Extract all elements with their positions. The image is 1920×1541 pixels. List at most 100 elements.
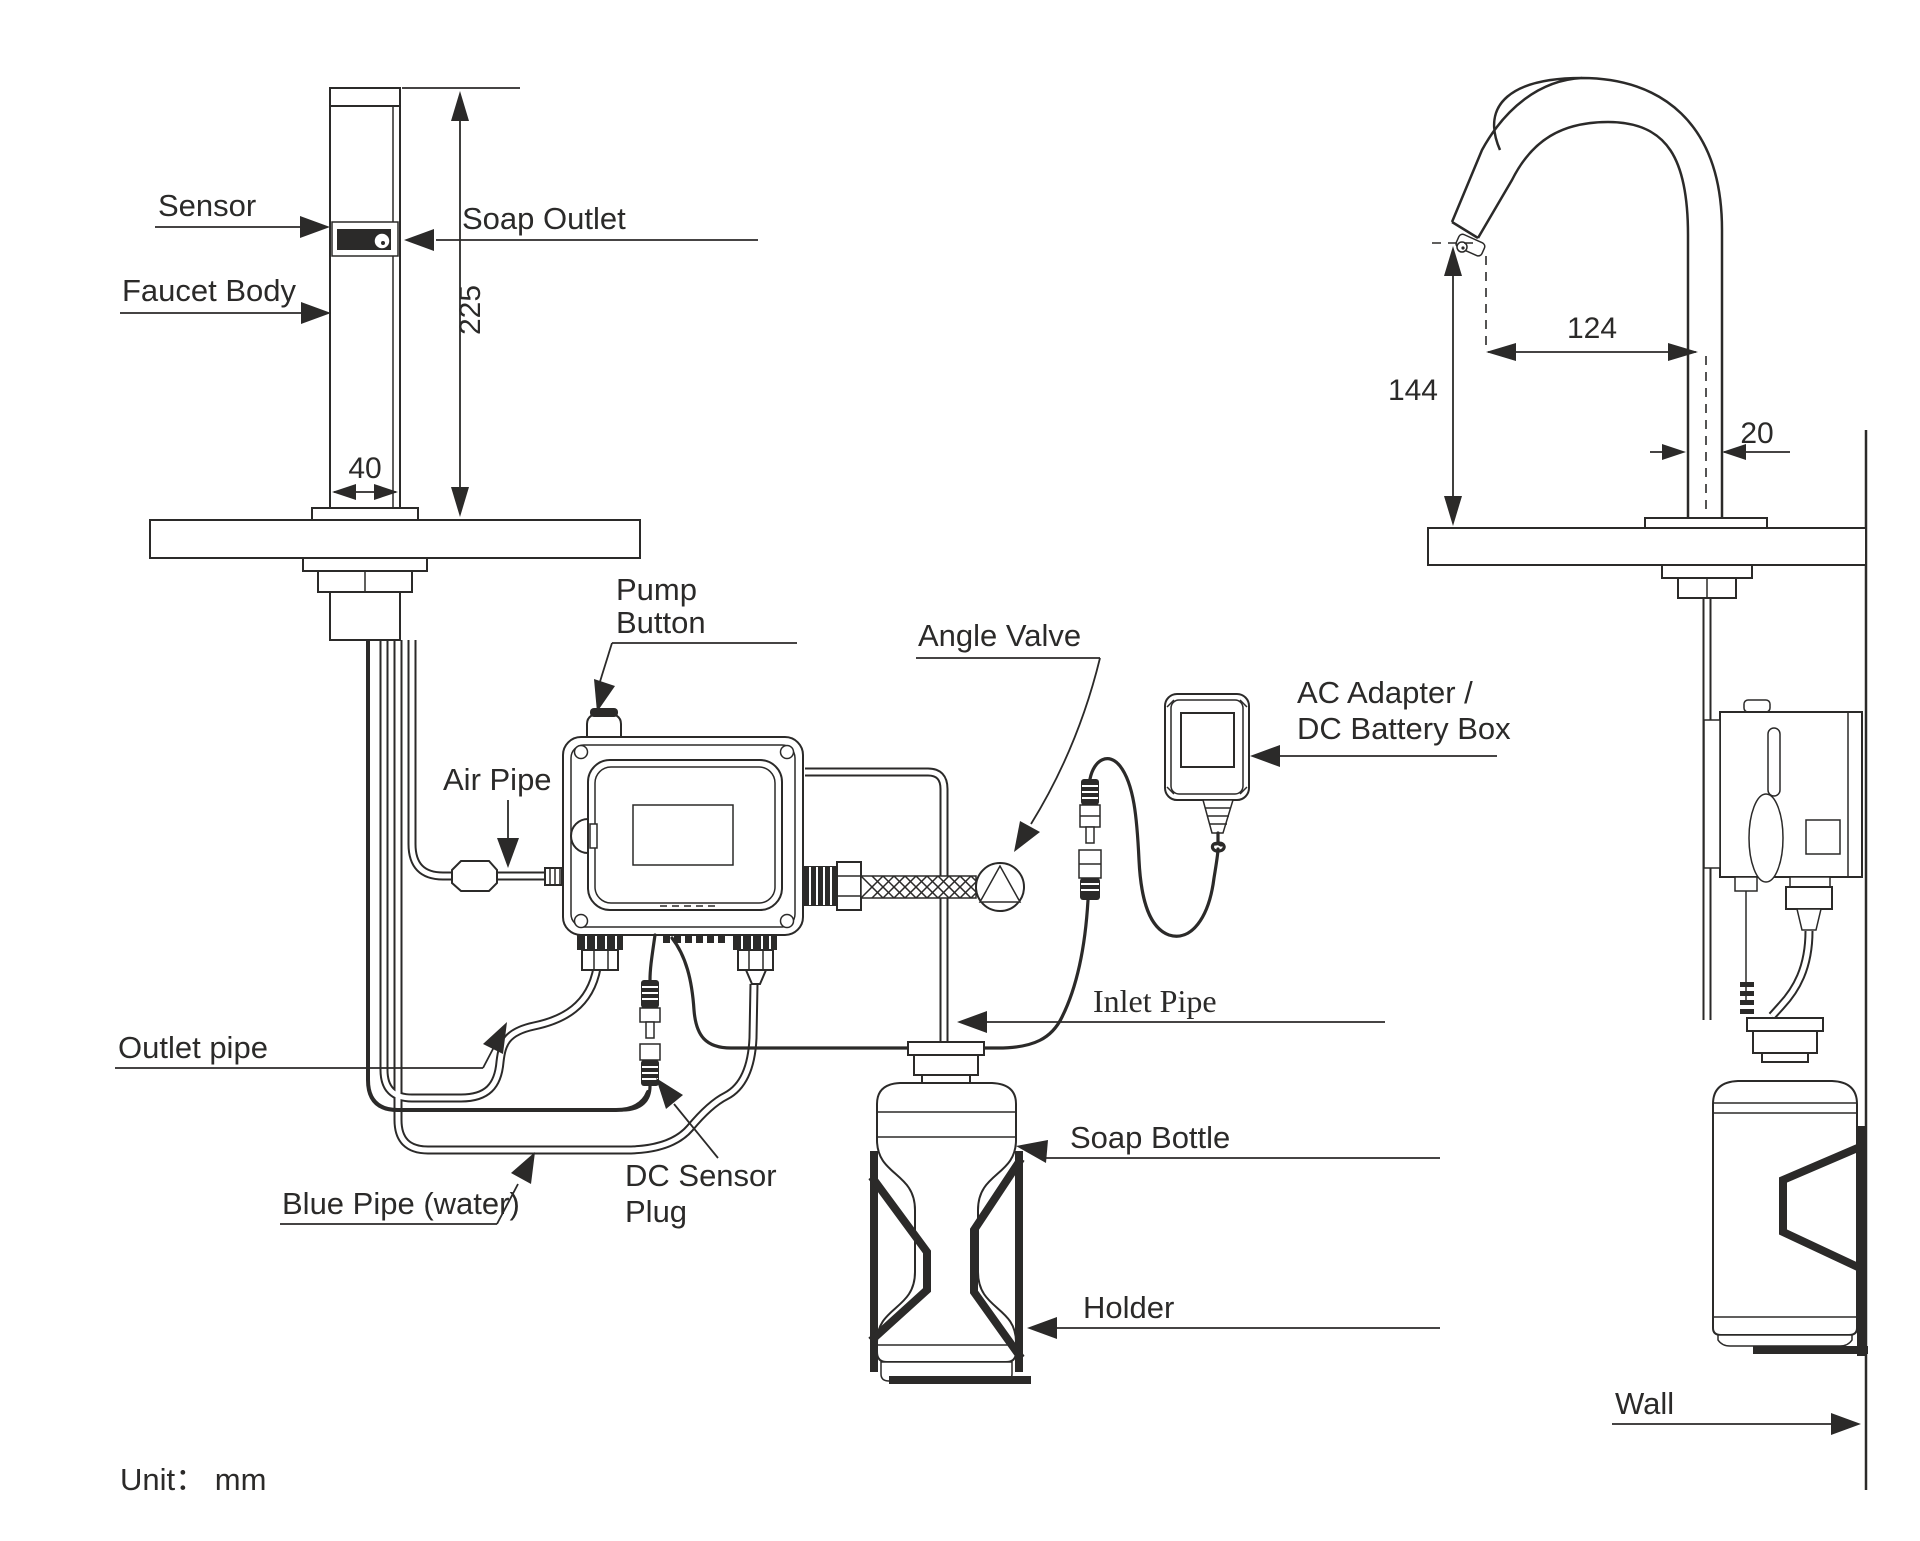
dimensions: 225 40 144 124 20 — [332, 87, 1790, 526]
dim-20: 20 — [1650, 417, 1790, 460]
faucet-side-view — [1450, 76, 1724, 528]
box-side-block — [1805, 819, 1841, 855]
cap-side — [1752, 1030, 1818, 1054]
dim-40: 40 — [332, 452, 398, 500]
dc-sensor-plug-label-1: DC Sensor — [625, 1158, 777, 1193]
dim-40-label: 40 — [348, 452, 381, 485]
soap-bottle-arrow — [1016, 1140, 1048, 1163]
inlet-pipe-arrow — [957, 1011, 987, 1033]
inlet-pipe-label: Inlet Pipe — [1093, 983, 1217, 1019]
bottom-rib-strip — [663, 935, 725, 943]
pump-button-arrow — [594, 679, 615, 712]
labels: Sensor Faucet Body Soap Outlet Pump Butt… — [115, 188, 1861, 1497]
bottle-holder-side — [1753, 1126, 1868, 1356]
braided-hose — [860, 875, 977, 899]
countertop-side — [1427, 527, 1867, 566]
angle-valve-symbol — [975, 862, 1025, 912]
pump-box-label-window — [632, 804, 734, 866]
dc-sensor-plug-label-2: Plug — [625, 1194, 687, 1229]
bottle-cap-flange — [907, 1041, 985, 1056]
pump-oval — [1748, 793, 1784, 883]
soap-outlet-arrow — [404, 229, 434, 251]
pump-box-side — [1703, 699, 1863, 1016]
unit-note: Unit： mm — [120, 1462, 266, 1497]
angle-valve-label: Angle Valve — [918, 618, 1081, 653]
door-latch — [570, 818, 589, 854]
coil-part — [1740, 982, 1754, 1014]
holder-label: Holder — [1083, 1290, 1174, 1325]
faucet-body-shape — [329, 87, 401, 513]
pump-box — [562, 708, 1090, 1050]
bottle-neck — [921, 1074, 971, 1084]
outlet-pipe-arrow — [483, 1022, 507, 1054]
escutcheon-side — [1644, 517, 1768, 529]
box-side-flange — [1703, 719, 1721, 869]
spout-tip-cut — [1451, 220, 1479, 240]
inlet-pipe-line — [805, 772, 944, 1044]
faucet-body-arrow — [301, 302, 331, 324]
screw-bottom-left — [573, 913, 589, 929]
dc-socket-cap — [639, 1043, 661, 1061]
ac-adapter-label-2: DC Battery Box — [1297, 711, 1511, 746]
water-fitting — [733, 935, 777, 985]
front-pipes — [366, 638, 754, 1150]
pump-button-cap — [590, 708, 618, 717]
dc-sensor-plug — [620, 980, 661, 1112]
sensor-cable — [366, 638, 650, 1112]
screw-bottom-right — [779, 913, 795, 929]
blue-pipe-label: Blue Pipe (water) — [282, 1186, 520, 1221]
faucet-front-view — [149, 87, 641, 641]
spout-outlet — [1455, 233, 1486, 257]
screw-top-right — [779, 744, 795, 760]
ac-adapter-label-1: AC Adapter / — [1297, 675, 1473, 710]
dc-plug-cable-top — [648, 933, 657, 982]
screw-top-left — [573, 744, 589, 760]
side-hex-fitting — [1785, 886, 1833, 910]
power-cable — [670, 898, 1090, 1050]
bottle-holder-front — [868, 1151, 1031, 1384]
ac-adapter-arrow — [1250, 745, 1280, 767]
hose-collar — [836, 861, 862, 911]
air-pipe-filter — [451, 860, 498, 892]
dim-124: 124 — [1486, 312, 1698, 361]
dim-20-label: 20 — [1740, 417, 1773, 450]
soap-outlet-nozzle — [373, 232, 391, 250]
mounting-flange-side — [1661, 564, 1753, 579]
air-pipe-arrow — [497, 838, 519, 868]
sensor-label: Sensor — [158, 188, 256, 223]
angle-valve-arrow — [1014, 821, 1040, 852]
air-pipe-line — [412, 640, 548, 876]
dim-225: 225 — [402, 87, 520, 517]
outlet-pipe-label: Outlet pipe — [118, 1030, 268, 1065]
sensor-arrow — [300, 216, 330, 238]
soap-bottle-side — [1712, 1017, 1868, 1356]
escutcheon-front — [311, 507, 419, 521]
adapter-cord — [1088, 757, 1220, 938]
dim-124-label: 124 — [1567, 312, 1617, 345]
pump-button-label-2: Button — [616, 605, 706, 640]
bottle-cap — [913, 1054, 979, 1076]
soap-bottle-label: Soap Bottle — [1070, 1120, 1230, 1155]
inlet-and-hose — [803, 772, 1025, 1044]
mounting-flange-front — [302, 557, 428, 572]
soap-bottle-front — [868, 1041, 1031, 1384]
dc-plug-pin — [645, 1021, 655, 1039]
air-pipe-label: Air Pipe — [443, 762, 552, 797]
pump-button-label-1: Pump — [616, 572, 697, 607]
blue-pipe-arrow — [511, 1152, 535, 1184]
countertop-front — [149, 519, 641, 559]
wall-label: Wall — [1615, 1386, 1674, 1421]
holder-arrow — [1027, 1317, 1057, 1339]
side-view — [1427, 76, 1868, 1490]
soap-outlet-label: Soap Outlet — [462, 201, 626, 236]
dim-144-label: 144 — [1388, 374, 1438, 407]
power-plug-pin — [1085, 826, 1095, 844]
ac-adapter — [1078, 693, 1250, 938]
dim-225-label: 225 — [454, 285, 487, 335]
cap-flange-side — [1746, 1017, 1824, 1032]
dc-sensor-plug-arrow — [656, 1078, 683, 1109]
pump-button-side — [1743, 699, 1771, 713]
outlet-fitting — [577, 935, 623, 971]
